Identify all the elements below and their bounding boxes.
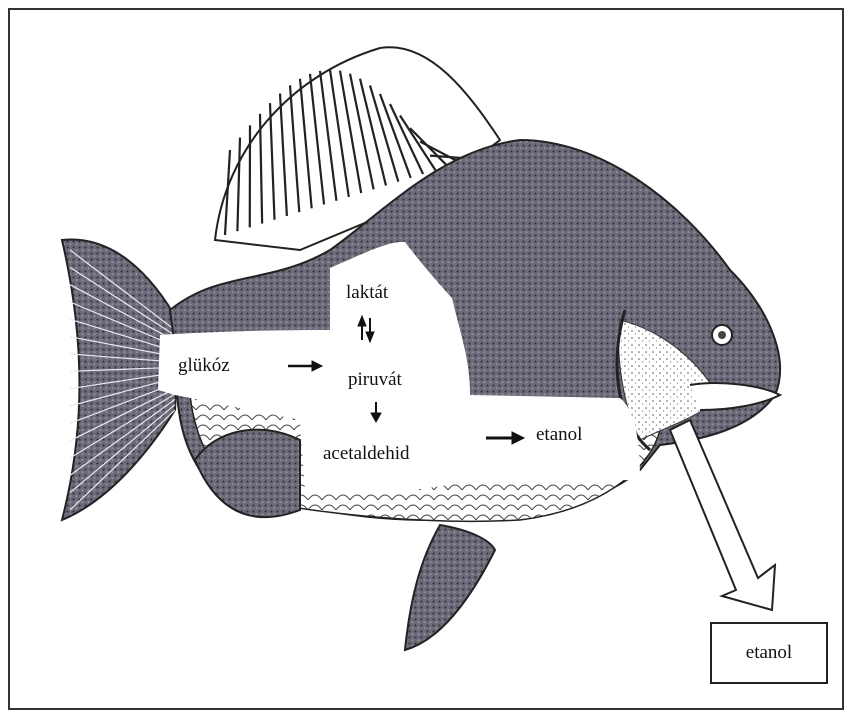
label-acetaldehid: acetaldehid xyxy=(323,444,410,463)
anal-fin xyxy=(195,430,300,518)
outflow-arrow xyxy=(670,420,775,610)
label-piruvat: piruvát xyxy=(348,370,402,389)
label-etanol-inside: etanol xyxy=(536,425,582,444)
pelvic-fin xyxy=(405,525,495,650)
label-laktat: laktát xyxy=(346,283,388,302)
label-glukoz: glükóz xyxy=(178,356,230,375)
label-etanol-outside: etanol xyxy=(746,642,792,664)
etanol-output-box: etanol xyxy=(710,622,828,684)
